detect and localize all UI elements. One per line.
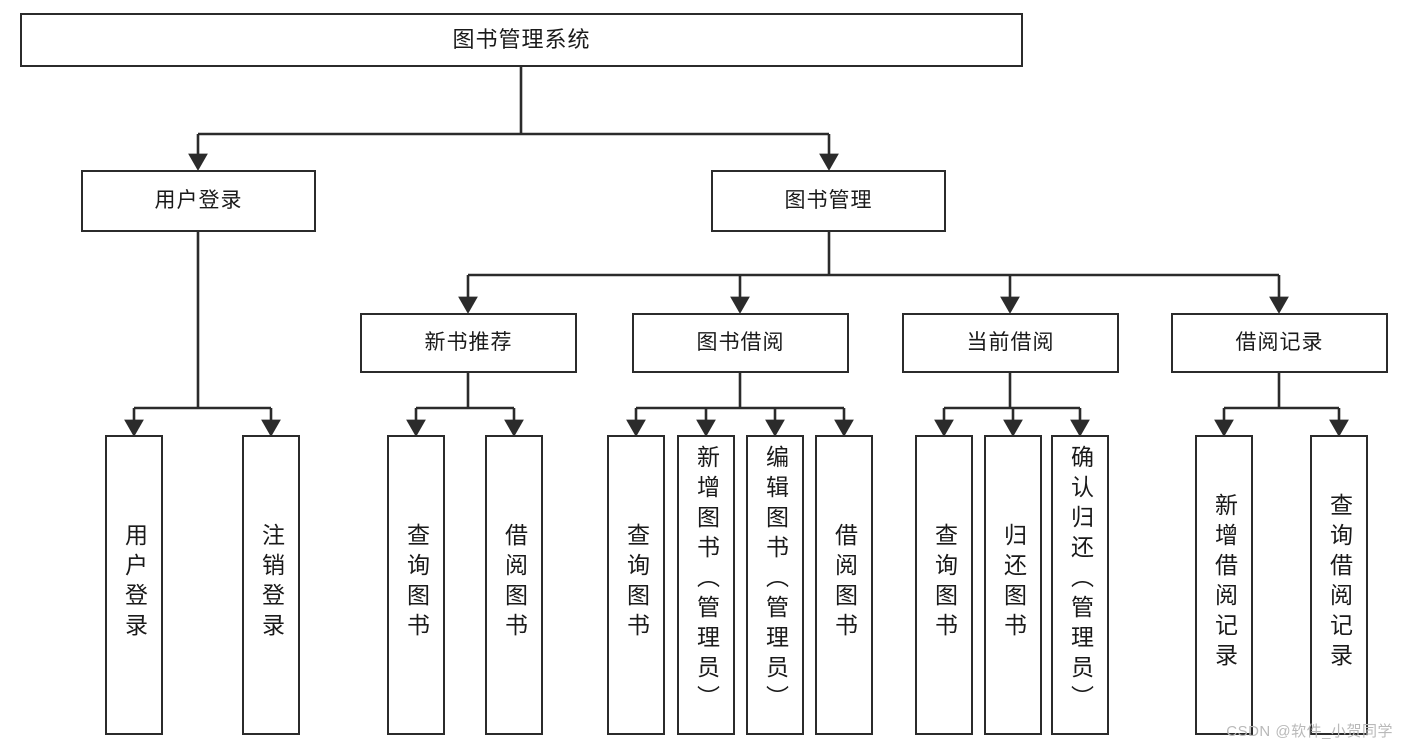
node-label: 用户登录 bbox=[154, 188, 243, 212]
node-current-borrow[interactable]: 当前借阅 bbox=[902, 313, 1119, 373]
node-label: 借阅图书 bbox=[501, 523, 528, 643]
leaf-borrow-book-recommend[interactable]: 借阅图书 bbox=[485, 435, 543, 735]
node-label: 注销登录 bbox=[258, 523, 285, 643]
leaf-query-book-borrow[interactable]: 查询图书 bbox=[607, 435, 665, 735]
node-label: 图书管理 bbox=[784, 188, 873, 212]
node-user-login[interactable]: 用户登录 bbox=[81, 170, 316, 232]
node-label: 查询图书 bbox=[623, 523, 650, 643]
node-label: 确认归还（管理员） bbox=[1067, 445, 1094, 715]
leaf-confirm-return-admin[interactable]: 确认归还（管理员） bbox=[1051, 435, 1109, 735]
node-label: 图书管理系统 bbox=[452, 27, 591, 53]
node-new-book-recommend[interactable]: 新书推荐 bbox=[360, 313, 577, 373]
node-label: 图书借阅 bbox=[696, 330, 785, 354]
node-book-borrow[interactable]: 图书借阅 bbox=[632, 313, 849, 373]
leaf-borrow-book[interactable]: 借阅图书 bbox=[815, 435, 873, 735]
node-label: 归还图书 bbox=[1000, 523, 1027, 643]
leaf-add-book-admin[interactable]: 新增图书（管理员） bbox=[677, 435, 735, 735]
node-label: 新书推荐 bbox=[424, 330, 513, 354]
leaf-query-book-recommend[interactable]: 查询图书 bbox=[387, 435, 445, 735]
leaf-logout[interactable]: 注销登录 bbox=[242, 435, 300, 735]
leaf-query-book-current[interactable]: 查询图书 bbox=[915, 435, 973, 735]
leaf-add-borrow-record[interactable]: 新增借阅记录 bbox=[1195, 435, 1253, 735]
leaf-edit-book-admin[interactable]: 编辑图书（管理员） bbox=[746, 435, 804, 735]
node-label: 编辑图书（管理员） bbox=[762, 445, 789, 715]
node-book-management[interactable]: 图书管理 bbox=[711, 170, 946, 232]
node-root-system[interactable]: 图书管理系统 bbox=[20, 13, 1023, 67]
node-label: 新增借阅记录 bbox=[1211, 493, 1238, 673]
node-label: 查询图书 bbox=[403, 523, 430, 643]
node-label: 查询借阅记录 bbox=[1326, 493, 1353, 673]
node-label: 借阅图书 bbox=[831, 523, 858, 643]
node-borrow-records[interactable]: 借阅记录 bbox=[1171, 313, 1388, 373]
node-label: 新增图书（管理员） bbox=[693, 445, 720, 715]
node-label: 用户登录 bbox=[121, 523, 148, 643]
node-label: 借阅记录 bbox=[1235, 330, 1324, 354]
leaf-user-login[interactable]: 用户登录 bbox=[105, 435, 163, 735]
node-label: 查询图书 bbox=[931, 523, 958, 643]
leaf-query-borrow-record[interactable]: 查询借阅记录 bbox=[1310, 435, 1368, 735]
node-label: 当前借阅 bbox=[966, 330, 1055, 354]
leaf-return-book[interactable]: 归还图书 bbox=[984, 435, 1042, 735]
